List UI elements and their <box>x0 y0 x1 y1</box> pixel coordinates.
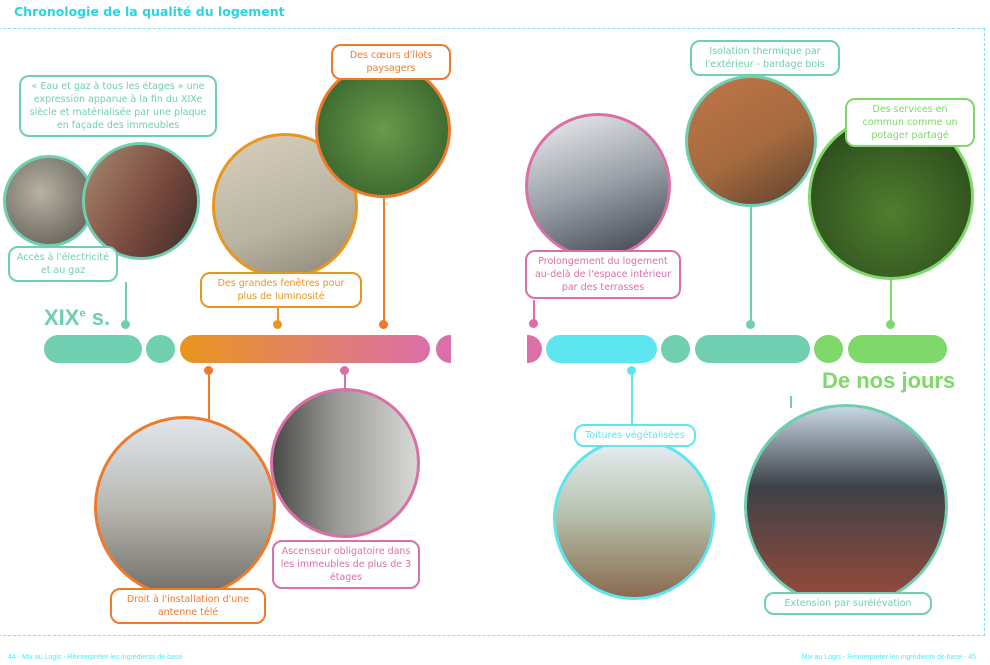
stem-ascenseur <box>344 370 346 392</box>
label-antenne: Droit à l'installation d'une antenne tél… <box>110 588 266 624</box>
marker-dot <box>121 320 130 329</box>
era-start-sup: e <box>79 307 86 320</box>
photo-large-windows <box>212 133 358 279</box>
label-toitures: Toitures végétalisées <box>574 424 696 447</box>
marker-dot <box>273 320 282 329</box>
label-surelevation: Extension par surélévation <box>764 592 932 615</box>
marker-dot <box>627 366 636 375</box>
marker-dot <box>204 366 213 375</box>
photo-elevation-extension <box>744 404 948 608</box>
timeline-segment <box>695 335 810 363</box>
label-isolation: Isolation thermique par l'extérieur - ba… <box>690 40 840 76</box>
timeline-node <box>814 335 843 363</box>
stem-electricite <box>125 282 127 324</box>
timeline-node <box>661 335 690 363</box>
timeline-half-node-right <box>527 335 542 363</box>
page-title: Chronologie de la qualité du logement <box>14 4 285 19</box>
stem-toitures <box>631 370 633 426</box>
era-end-label: De nos jours <box>822 368 956 393</box>
footer-left: 44 - Mix au Logis - Réinterpréter les in… <box>8 654 183 661</box>
era-start-label: XIXe s. <box>44 305 110 331</box>
stem-services <box>890 278 892 324</box>
photo-tv-antenna <box>94 416 276 598</box>
marker-dot <box>746 320 755 329</box>
page-frame <box>0 28 985 636</box>
photo-gas-plaque <box>82 142 200 260</box>
label-fenetres: Des grandes fenêtres pour plus de lumino… <box>200 272 362 308</box>
label-electricite: Accès à l'électricité et au gaz <box>8 246 118 282</box>
timeline-half-node-left <box>436 335 451 363</box>
era-start-text: XIX <box>44 305 80 330</box>
photo-green-courtyard <box>315 62 451 198</box>
stem-surelevation <box>790 396 792 408</box>
label-eau-gaz: « Eau et gaz à tous les étages » une exp… <box>19 75 217 137</box>
stem-fenetres <box>277 306 279 324</box>
timeline-node <box>146 335 175 363</box>
stem-antenne <box>208 370 210 420</box>
label-services: Des services en commun comme un potager … <box>845 98 975 147</box>
marker-dot <box>379 320 388 329</box>
label-ilots: Des cœurs d'îlots paysagers <box>331 44 451 80</box>
stem-terrasses <box>533 300 535 324</box>
era-start-suffix: s. <box>85 305 111 330</box>
photo-staircase <box>270 388 420 538</box>
timeline-segment <box>44 335 142 363</box>
photo-wood-cladding <box>685 75 817 207</box>
timeline-segment <box>180 335 430 363</box>
timeline-segment <box>848 335 947 363</box>
label-terrasses: Prolongement du logement au-delà de l'es… <box>525 250 681 299</box>
timeline-segment <box>546 335 657 363</box>
photo-terrace <box>525 113 671 259</box>
footer-right: Mix au Logis - Réinterpréter les ingrédi… <box>801 654 976 661</box>
photo-green-roofs <box>553 438 715 600</box>
stem-ilots <box>383 198 385 324</box>
label-ascenseur: Ascenseur obligatoire dans les immeubles… <box>272 540 420 589</box>
marker-dot <box>529 319 538 328</box>
stem-isolation <box>750 207 752 324</box>
marker-dot <box>886 320 895 329</box>
marker-dot <box>340 366 349 375</box>
